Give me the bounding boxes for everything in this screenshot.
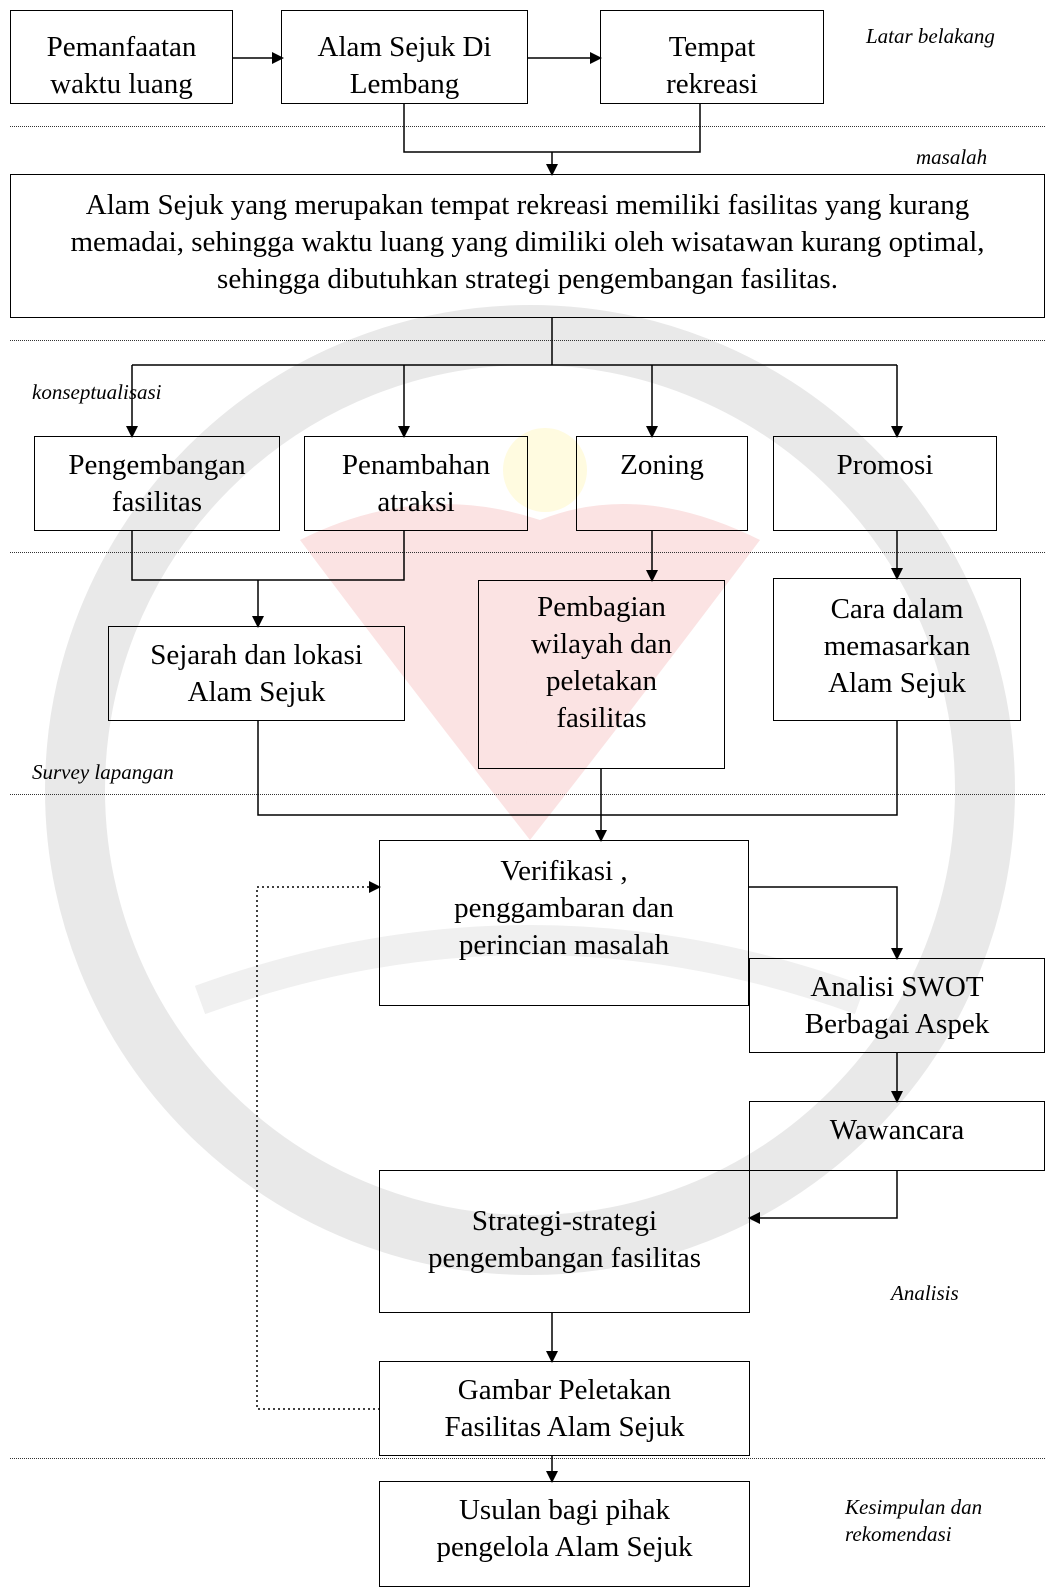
node-gambar-peletakan: Gambar Peletakan Fasilitas Alam Sejuk <box>379 1361 750 1456</box>
separator-4 <box>10 794 1045 795</box>
node-pemanfaatan-waktu-luang: Pemanfaatan waktu luang <box>10 10 233 104</box>
stage-label-survey: Survey lapangan <box>32 760 174 784</box>
stage-label-latar: Latar belakang <box>866 24 995 48</box>
stage-label-masalah: masalah <box>916 145 988 169</box>
node-penambahan-atraksi: Penambahan atraksi <box>304 436 528 531</box>
node-pembagian-wilayah: Pembagian wilayah dan peletakan fasilita… <box>478 580 725 769</box>
stage-label-analisis: Analisis <box>891 1281 959 1305</box>
node-zoning: Zoning <box>576 436 748 531</box>
stage-label-konsep: konseptualisasi <box>32 380 162 404</box>
node-strategi-pengembangan: Strategi-strategi pengembangan fasilitas <box>379 1170 750 1313</box>
node-cara-memasarkan: Cara dalam memasarkan Alam Sejuk <box>773 578 1021 721</box>
separator-1 <box>10 126 1045 127</box>
stage-label-kesimpulan-2: rekomendasi <box>845 1522 952 1546</box>
separator-5 <box>10 1458 1045 1459</box>
node-wawancara: Wawancara <box>749 1101 1045 1171</box>
node-sejarah-lokasi: Sejarah dan lokasi Alam Sejuk <box>108 626 405 721</box>
node-tempat-rekreasi: Tempat rekreasi <box>600 10 824 104</box>
stage-label-kesimpulan-1: Kesimpulan dan <box>845 1495 983 1519</box>
node-pengembangan-fasilitas: Pengembangan fasilitas <box>34 436 280 531</box>
separator-2 <box>10 340 1045 341</box>
node-usulan: Usulan bagi pihak pengelola Alam Sejuk <box>379 1481 750 1587</box>
node-alam-sejuk-lembang: Alam Sejuk Di Lembang <box>281 10 528 104</box>
node-verifikasi: Verifikasi , penggambaran dan perincian … <box>379 840 749 1006</box>
node-promosi: Promosi <box>773 436 997 531</box>
node-analisi-swot: Analisi SWOT Berbagai Aspek <box>749 958 1045 1053</box>
separator-3 <box>10 552 1045 553</box>
node-masalah: Alam Sejuk yang merupakan tempat rekreas… <box>10 174 1045 318</box>
